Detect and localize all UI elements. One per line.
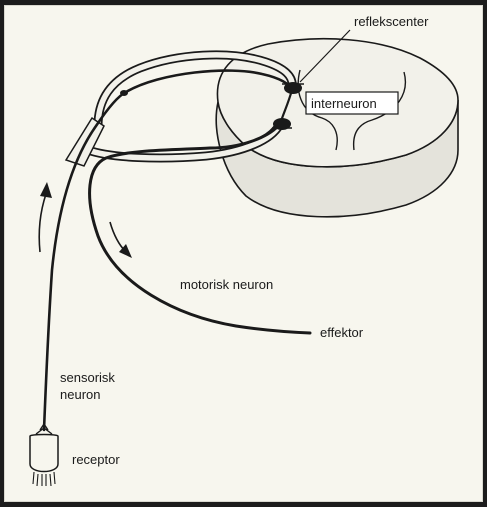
label-receptor: receptor [72, 452, 120, 467]
sensory-neuron-fiber [42, 69, 294, 432]
synapse-node-upper [284, 82, 302, 94]
label-interneuron: interneuron [311, 96, 377, 111]
receptor-icon [29, 422, 59, 487]
label-sensory-neuron-line1: sensorisk [60, 370, 115, 385]
sensory-direction-arrow [38, 193, 47, 253]
reflex-center-pointer [299, 29, 351, 83]
label-motor-neuron: motorisk neuron [180, 277, 273, 292]
label-sensory-neuron-line2: neuron [60, 387, 100, 402]
motor-neuron-fiber [88, 122, 312, 335]
interneuron-label-box [305, 91, 399, 115]
label-effector: effektor [320, 325, 364, 340]
arrowhead-up-icon [40, 182, 52, 198]
label-reflex-center: reflekscenter [354, 14, 429, 29]
arrowhead-down-icon [119, 244, 132, 258]
synapse-node-lower [273, 118, 291, 130]
